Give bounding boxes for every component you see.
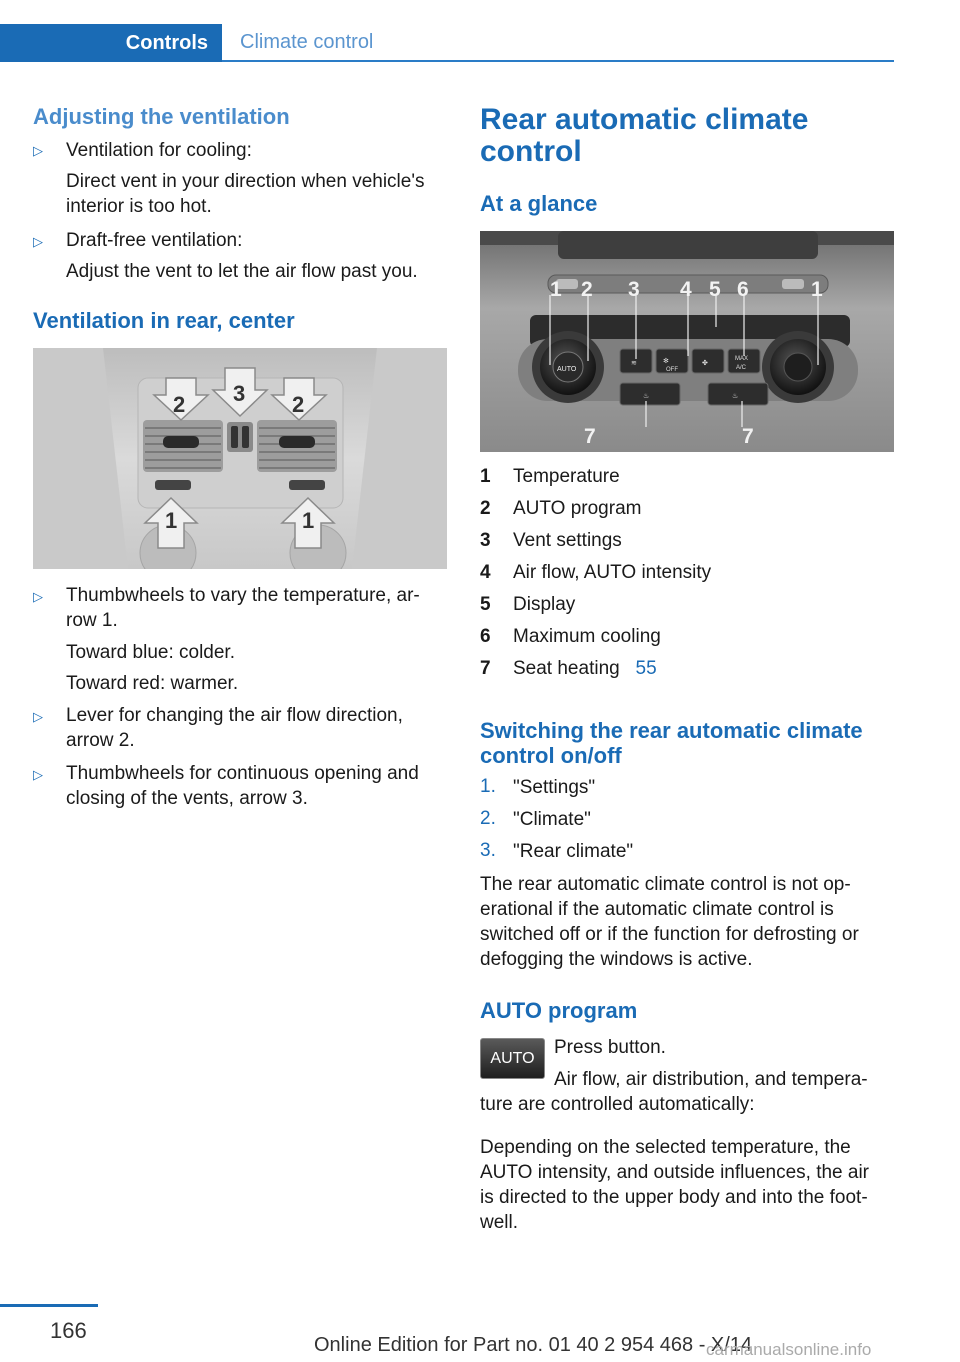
svg-text:✤: ✤ (702, 359, 708, 367)
auto-desc-line1: Air flow, air distribution, and tempera- (554, 1069, 868, 1090)
legend-number: 5 (480, 594, 491, 615)
fig-number-3: 3 (628, 278, 640, 301)
rear-center-vents-figure: 2 3 2 1 1 (33, 348, 447, 569)
bullet-cooling-title: Ventilation for cooling: (66, 140, 252, 161)
rear-climate-panel-illustration: AUTO ≋ ✻ OFF ✤ MAX A/C ♨ ♨ (480, 231, 894, 452)
title-rear-climate-line1: Rear automatic climate (480, 103, 809, 136)
step-number: 1. (480, 776, 496, 797)
bullet-icon: ▷ (33, 589, 43, 604)
svg-text:≋: ≋ (631, 360, 637, 367)
heading-switching-line2: control on/off (480, 743, 622, 768)
rear-climate-panel-figure: AUTO ≋ ✻ OFF ✤ MAX A/C ♨ ♨ (480, 231, 894, 452)
heading-adjusting-ventilation: Adjusting the ventilation (33, 104, 290, 129)
bullet-draftfree-body: Adjust the vent to let the air flow past… (66, 261, 418, 282)
fig-number-7b: 7 (742, 425, 754, 448)
fig-auto-button-label: AUTO (557, 366, 577, 373)
auto-button-icon-label: AUTO (490, 1049, 535, 1067)
fig-number-5: 5 (709, 278, 721, 301)
header-section-tab[interactable]: Controls (0, 24, 222, 62)
note-line: The rear automatic climate control is no… (480, 874, 851, 895)
auto-paragraph-line: is directed to the upper body and into t… (480, 1187, 868, 1208)
fig-label-1a: 1 (165, 508, 177, 533)
legend-label: AUTO program (513, 498, 642, 519)
step-climate: "Climate" (513, 809, 591, 830)
auto-desc-line2: ture are controlled automatically: (480, 1094, 755, 1115)
fig-number-1a: 1 (550, 278, 562, 301)
fig-label-2b: 2 (292, 392, 304, 417)
legend-label: Temperature (513, 466, 620, 487)
heading-switching-line1: Switching the rear automatic climate (480, 718, 863, 743)
bullet-cooling-body: Direct vent in your direction when vehic… (66, 171, 425, 217)
fig-label-3: 3 (233, 381, 245, 406)
svg-text:✻: ✻ (663, 357, 669, 365)
legend-label: Seat heating 55 (513, 656, 657, 681)
step-settings: "Settings" (513, 777, 596, 798)
bullet-icon: ▷ (33, 767, 43, 782)
step-number: 2. (480, 808, 496, 829)
rear-center-vents-illustration: 2 3 2 1 1 (33, 348, 447, 569)
edition-text: Online Edition for Part no. 01 40 2 954 … (314, 1334, 753, 1356)
legend-number: 7 (480, 658, 491, 679)
bullet-draftfree-title: Draft-free ventilation: (66, 230, 243, 251)
note-line: defogging the windows is active. (480, 949, 753, 970)
watermark: carmanualsonline.info (706, 1340, 872, 1359)
fig-number-4: 4 (680, 278, 692, 301)
legend-number: 1 (480, 466, 491, 487)
legend-label: Air flow, AUTO intensity (513, 562, 712, 583)
footer-rule (0, 1304, 98, 1307)
legend-number: 6 (480, 626, 491, 647)
fig-number-2: 2 (581, 278, 593, 301)
legend-label: Maximum cooling (513, 626, 661, 647)
bullet-icon: ▷ (33, 709, 43, 724)
note-line: erational if the automatic climate contr… (480, 899, 834, 920)
title-rear-climate-line2: control (480, 135, 582, 168)
page-number: 166 (50, 1318, 87, 1343)
fig-ac-label: A/C (736, 365, 747, 371)
auto-paragraph-line: well. (480, 1212, 519, 1233)
page-reference-link[interactable]: 55 (635, 658, 657, 679)
item-thumbwheel-vents-line2: closing of the vents, arrow 3. (66, 788, 308, 809)
fig-off-label: OFF (666, 367, 678, 373)
fig-number-7a: 7 (584, 425, 596, 448)
svg-text:♨: ♨ (643, 392, 649, 400)
legend-label: Vent settings (513, 530, 622, 551)
item-thumbwheel-vents-line1: Thumbwheels for continuous opening and (66, 763, 419, 784)
item-thumbwheel-blue: Toward blue: colder. (66, 642, 235, 663)
item-thumbwheel-temp-line2: row 1. (66, 610, 118, 631)
fig-max-label: MAX (735, 356, 748, 362)
auto-button-icon: AUTO (480, 1038, 545, 1079)
heading-auto-program: AUTO program (480, 998, 638, 1023)
step-rear-climate: "Rear climate" (513, 841, 634, 862)
auto-paragraph-line: AUTO intensity, and outside influences, … (480, 1162, 870, 1183)
auto-press-button: Press button. (554, 1037, 666, 1058)
step-number: 3. (480, 840, 496, 861)
legend-number: 3 (480, 530, 491, 551)
legend-label-text: Seat heating (513, 658, 620, 679)
fig-label-2a: 2 (173, 392, 185, 417)
fig-number-1b: 1 (811, 278, 823, 301)
heading-at-a-glance: At a glance (480, 191, 598, 216)
item-thumbwheel-red: Toward red: warmer. (66, 673, 239, 694)
svg-text:♨: ♨ (732, 392, 738, 400)
item-lever-line2: arrow 2. (66, 730, 135, 751)
bullet-icon: ▷ (33, 234, 43, 249)
fig-label-1b: 1 (302, 508, 314, 533)
note-line: switched off or if the function for defr… (480, 924, 859, 945)
header-chapter-label: Climate control (240, 30, 374, 53)
auto-paragraph-line: Depending on the selected temperature, t… (480, 1137, 851, 1158)
legend-number: 2 (480, 498, 491, 519)
bullet-icon: ▷ (33, 143, 43, 158)
fig-number-6: 6 (737, 278, 749, 301)
heading-rear-center: Ventilation in rear, center (33, 308, 295, 333)
legend-number: 4 (480, 562, 491, 583)
header-chapter-tab[interactable]: Climate control (222, 24, 894, 62)
item-thumbwheel-temp-line1: Thumbwheels to vary the temperature, ar- (66, 585, 420, 606)
item-lever-line1: Lever for changing the air flow directio… (66, 705, 403, 726)
legend-label: Display (513, 594, 576, 615)
